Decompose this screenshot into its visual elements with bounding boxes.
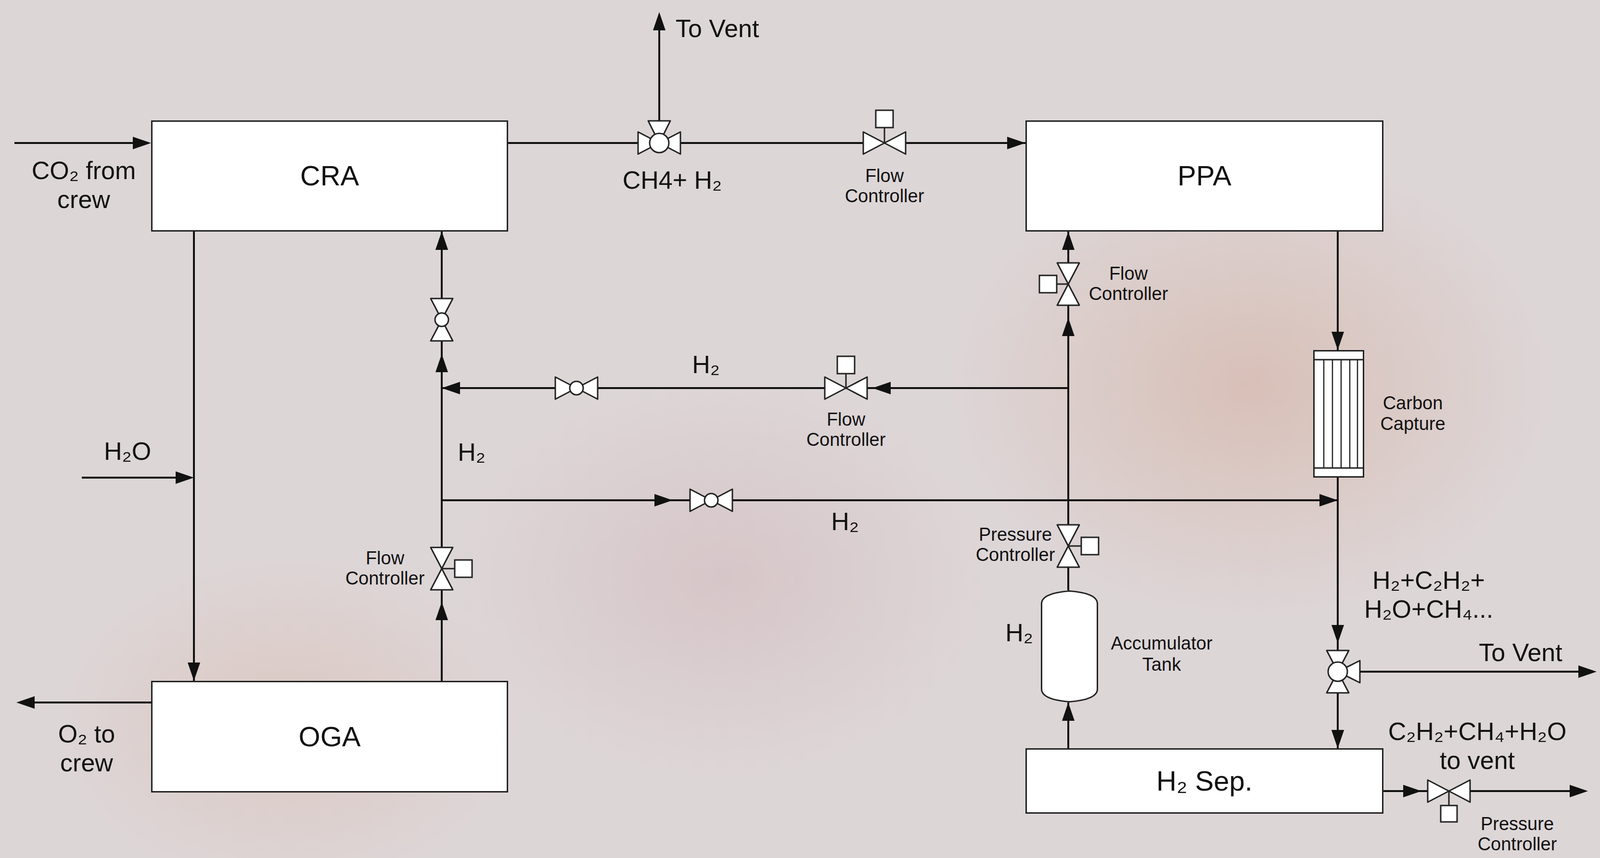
process-box: PPA [1025, 120, 1384, 232]
flow-connector [441, 499, 1338, 748]
edge-label: CH4+ H₂ [622, 166, 723, 195]
flow-control-valve [824, 356, 868, 399]
arrowhead [175, 471, 194, 484]
process-box: H₂ Sep. [1025, 747, 1384, 814]
column-band [1313, 358, 1365, 361]
column-tube [1356, 359, 1359, 468]
column-label: Carbon Capture [1371, 392, 1454, 435]
column-tube [1323, 359, 1325, 468]
flow-connector [1336, 231, 1339, 350]
ball-valve [555, 376, 598, 399]
flow-label: Flow Controller [332, 548, 438, 589]
arrowheads [16, 12, 1597, 797]
flow-label: To Vent [1478, 638, 1562, 667]
tank-label: Accumulator Tank [1103, 632, 1220, 675]
box-label: PPA [1177, 159, 1232, 192]
column-tube [1331, 359, 1334, 468]
column-body [1314, 350, 1364, 477]
column-tube [1340, 359, 1343, 468]
three-way-valve [638, 120, 681, 154]
flow-label: Pressure Controller [962, 524, 1069, 565]
flow-label: To Vent [675, 14, 759, 44]
pressure-control-valve [1057, 524, 1099, 567]
box-label: OGA [298, 720, 361, 753]
arrowhead [441, 381, 461, 395]
arrowhead [1331, 624, 1344, 643]
vent-line [1337, 670, 1588, 673]
flow-connector [508, 141, 1026, 144]
ball-valve [690, 488, 733, 512]
arrowhead [435, 601, 448, 620]
box-label: H₂ Sep. [1156, 764, 1253, 797]
flow-label: CO₂ from crew [23, 156, 144, 215]
tank-body [1041, 590, 1098, 702]
flow-control-valve [430, 547, 473, 590]
flow-label: H₂O [103, 436, 152, 466]
flow-label: Pressure Controller [1464, 813, 1571, 855]
arrowhead [132, 136, 152, 150]
arrowhead [1569, 784, 1588, 797]
arrowhead [652, 12, 666, 31]
tank-label: H₂ [1005, 618, 1034, 648]
inlet-line [14, 141, 145, 144]
arrowhead [1062, 317, 1075, 336]
edge-label: H₂ [831, 507, 859, 537]
process-box: OGA [151, 680, 509, 793]
vent-line [658, 24, 661, 135]
tank-outline [1040, 589, 1099, 703]
flow-label: Flow Controller [1075, 263, 1182, 305]
flow-connector [441, 231, 1069, 590]
flow-connector [192, 231, 195, 681]
three-way-valve [1326, 650, 1360, 693]
flow-label: Flow Controller [831, 166, 938, 207]
outlet-line [28, 701, 152, 704]
arrowhead [16, 695, 35, 709]
box-label: CRA [300, 159, 359, 192]
flow-label: Flow Controller [793, 409, 899, 450]
accumulator-tank: H₂Accumulator Tank [1040, 589, 1099, 703]
ball-valve [430, 298, 453, 341]
edge-label: H₂+C₂H₂+ H₂O+CH₄... [1349, 565, 1509, 624]
inlet-line [81, 476, 188, 479]
arrowhead [435, 353, 448, 372]
column-outline [1313, 349, 1365, 478]
arrowhead [1319, 493, 1338, 507]
arrowhead [1578, 665, 1597, 678]
arrowhead [654, 493, 673, 507]
pressure-control-valve [1427, 779, 1471, 822]
edge-label: H₂ [691, 350, 720, 380]
process-box: CRA [151, 120, 509, 232]
arrowhead [1403, 784, 1422, 797]
flow-label: O₂ to crew [38, 719, 135, 778]
carbon-capture-column: Carbon Capture [1313, 349, 1365, 478]
flow-control-valve [1039, 262, 1080, 306]
flow-connector [1067, 702, 1070, 748]
arrowhead [872, 381, 891, 395]
column-tube [1349, 359, 1351, 468]
flow-label: C₂H₂+CH₄+H₂O to vent [1376, 716, 1579, 775]
edge-label: H₂ [457, 437, 486, 467]
column-band [1313, 467, 1365, 469]
flow-control-valve [863, 110, 906, 154]
